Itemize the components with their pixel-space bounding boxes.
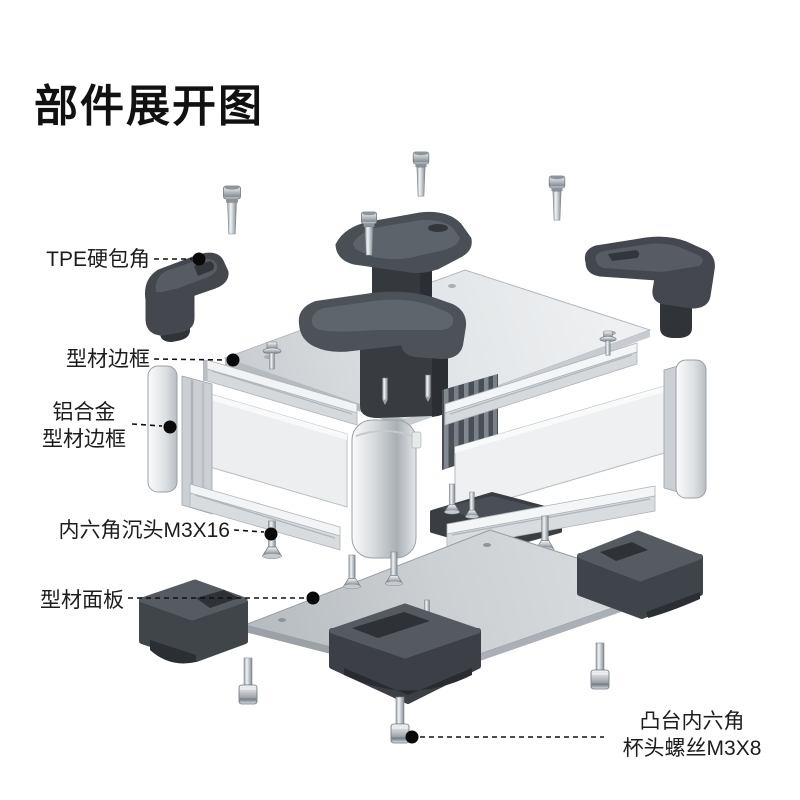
- page-title: 部件展开图: [34, 82, 264, 131]
- label-alu-profile-frame: 铝合金 型材边框: [42, 401, 126, 451]
- leader-dot-profile-panel: [306, 591, 320, 605]
- bottom-socket-screw-1: [238, 657, 258, 705]
- tpe-corner-cap-bottom-left: [139, 579, 248, 664]
- corner-pillar: [351, 419, 422, 559]
- profile-edge-rail-top-right: [444, 342, 638, 426]
- top-cap-screw-4: [548, 175, 566, 221]
- leader-dot-tpe-corner: [192, 252, 206, 266]
- tpe-corner-cap-top-right: [584, 236, 715, 338]
- label-boss-cap-screw: 凸台内六角 杯头螺丝M3X8: [622, 710, 762, 760]
- leader-dot-profile-frame: [226, 353, 240, 367]
- hanging-pin-1: [382, 377, 388, 406]
- leader-dot-alu-profile: [163, 420, 177, 434]
- tpe-corner-cap-bottom-front: [329, 603, 481, 704]
- top-cap-screw-2: [412, 151, 430, 197]
- leader-dot-boss-screw: [405, 730, 419, 744]
- label-profile-panel: 型材面板: [40, 589, 124, 612]
- top-cap-screw-1: [223, 185, 241, 235]
- tpe-corner-cap-top-front: [298, 291, 467, 418]
- label-tpe-corner: TPE硬包角: [46, 248, 150, 271]
- label-hex-csk-screw: 内六角沉头M3X16: [58, 519, 230, 542]
- bottom-socket-screw-3: [590, 642, 610, 690]
- tpe-corner-cap-top-left: [145, 252, 229, 342]
- aluminum-profile-edge-right: [663, 359, 707, 499]
- hanging-pin-2: [425, 374, 431, 403]
- leader-line-csk-screw: [233, 529, 265, 533]
- leader-line-profile-frame: [153, 358, 227, 361]
- profile-edge-rail-bottom-left: [189, 483, 341, 551]
- profile-edge-rail-top-left: [203, 359, 358, 426]
- tpe-corner-cap-bottom-right: [577, 530, 703, 619]
- leader-dot-csk-screw: [264, 527, 278, 541]
- label-profile-frame: 型材边框: [66, 348, 150, 371]
- panel-screw-1: [343, 554, 361, 590]
